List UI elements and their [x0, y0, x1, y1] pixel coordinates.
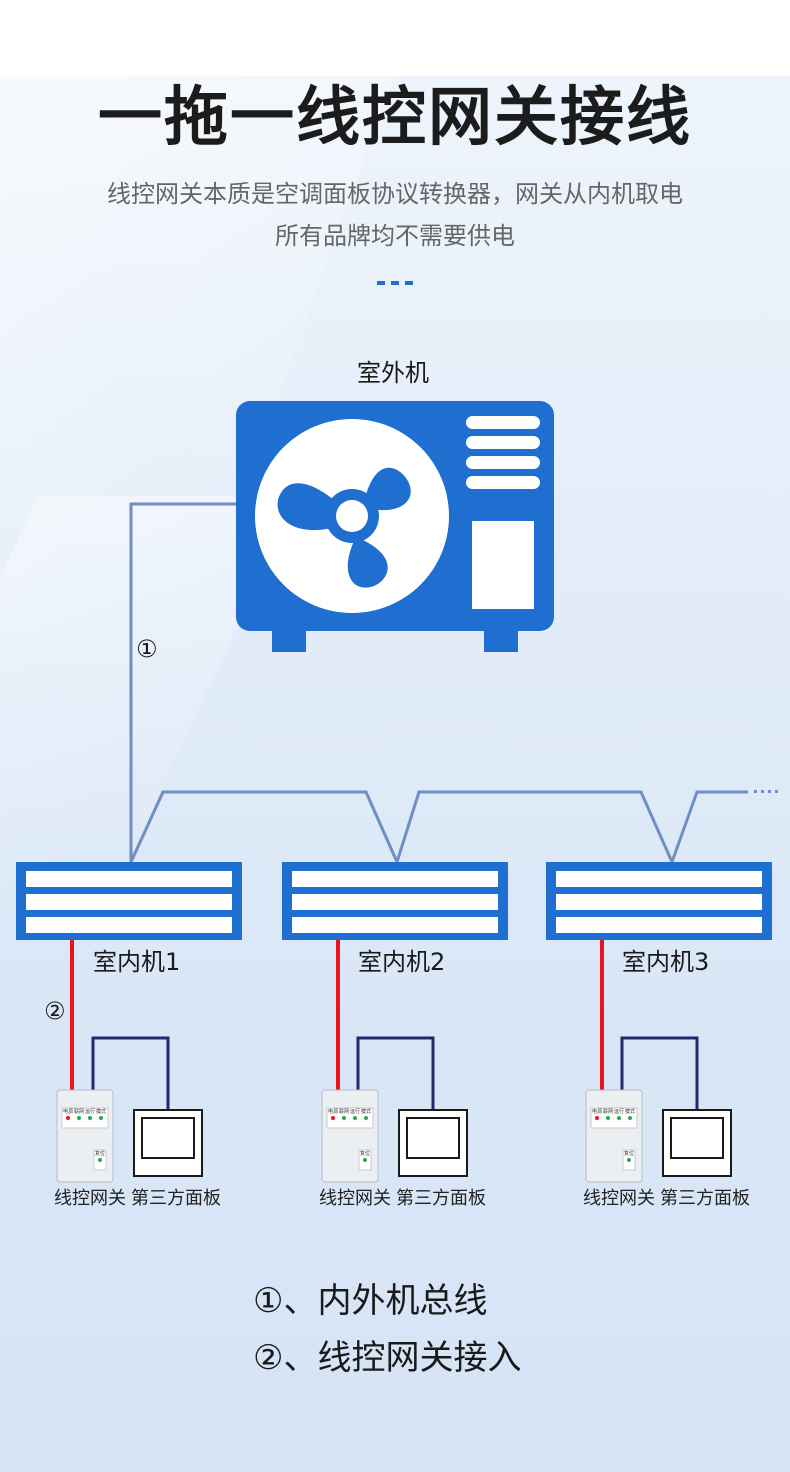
gw2-run: 运行: [350, 1108, 360, 1115]
gw1-mode: 模式: [96, 1108, 106, 1115]
bus-continuation-dots: [754, 790, 778, 793]
gw1-net: 联网: [74, 1108, 84, 1115]
bus-line-outdoor: [129, 502, 236, 862]
third-party-panel-1-icon: [133, 1109, 203, 1177]
gw3-net: 联网: [603, 1108, 613, 1115]
subtitle-line-1: 线控网关本质是空调面板协议转换器，网关从内机取电: [107, 180, 683, 208]
gw2-mode: 模式: [361, 1108, 371, 1115]
panel-3-label: 第三方面板: [660, 1188, 750, 1209]
outdoor-unit-icon: [236, 401, 554, 652]
divider-dots: [377, 281, 413, 285]
gw3-power: 电源: [592, 1108, 602, 1115]
gateway-device-2-icon: [321, 1089, 379, 1183]
navy-wire-3: [620, 1036, 699, 1110]
top-band: [0, 0, 790, 76]
gw2-power: 电源: [328, 1108, 338, 1115]
legend-item-2: ②、线控网关接入: [253, 1338, 522, 1378]
gw3-mode: 模式: [625, 1108, 635, 1115]
panel-1-label: 第三方面板: [131, 1188, 221, 1209]
indoor-unit-1-label: 室内机1: [93, 948, 181, 976]
gw1-reset: 复位: [95, 1150, 105, 1157]
gw1-run: 运行: [85, 1108, 95, 1115]
bus-line-indoor: [129, 790, 748, 867]
third-party-panel-3-icon: [662, 1109, 732, 1177]
panel-2-label: 第三方面板: [396, 1188, 486, 1209]
navy-wire-1: [91, 1036, 170, 1110]
legend-item-1: ①、内外机总线: [253, 1281, 488, 1321]
indoor-unit-3-icon: [546, 862, 772, 940]
gw2-net: 联网: [339, 1108, 349, 1115]
third-party-panel-2-icon: [398, 1109, 468, 1177]
indoor-unit-2-label: 室内机2: [358, 948, 446, 976]
outdoor-unit-label: 室外机: [357, 359, 429, 387]
bus-marker-2: ②: [44, 997, 66, 1025]
gw2-reset: 复位: [360, 1150, 370, 1157]
bus-marker-1: ①: [136, 635, 158, 663]
gateway-3-label: 线控网关: [583, 1188, 655, 1209]
gw1-power: 电源: [63, 1108, 73, 1115]
page-title: 一拖一线控网关接线: [98, 81, 692, 155]
indoor-unit-3-label: 室内机3: [622, 948, 710, 976]
indoor-unit-2-icon: [282, 862, 508, 940]
navy-wire-2: [356, 1036, 435, 1110]
gw3-run: 运行: [614, 1108, 624, 1115]
gateway-2-label: 线控网关: [319, 1188, 391, 1209]
gw3-reset: 复位: [624, 1150, 634, 1157]
subtitle-line-2: 所有品牌均不需要供电: [275, 222, 515, 250]
gateway-device-1-icon: [56, 1089, 114, 1183]
indoor-unit-1-icon: [16, 862, 242, 940]
gateway-device-3-icon: [585, 1089, 643, 1183]
gateway-1-label: 线控网关: [54, 1188, 126, 1209]
